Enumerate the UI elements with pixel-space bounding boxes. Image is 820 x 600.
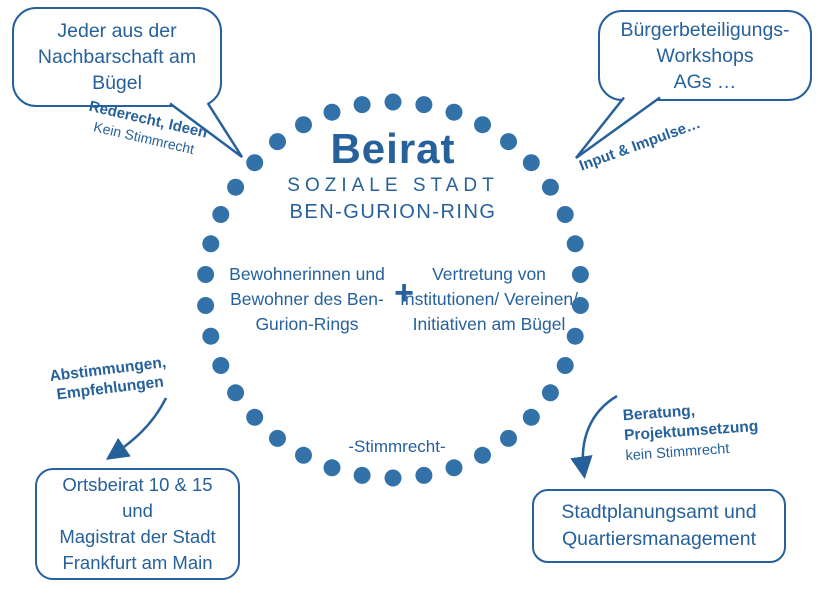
bubble-line: Jeder aus der <box>57 20 177 42</box>
ring-dot <box>415 466 433 484</box>
beirat-subtitle-soziale-stadt: SOZIALE STADT <box>287 175 499 196</box>
ring-dot <box>246 154 264 172</box>
ring-dot <box>522 408 540 426</box>
bubble-line: AGs … <box>673 70 737 93</box>
box-line: Ortsbeirat 10 & 15 <box>62 474 213 495</box>
box-line: Stadtplanungsamt und <box>561 501 757 523</box>
institutions-line: Institutionen/ <box>399 289 500 309</box>
ring-dot <box>500 133 517 151</box>
workshops-bubble: Bürgerbeteiligungs- Workshops AGs … <box>598 10 812 101</box>
beirat-title: Beirat <box>330 125 456 172</box>
members-institutions-group: Vertretung von Institutionen/ Vereinen/ … <box>399 262 579 337</box>
ring-dot <box>556 206 574 223</box>
institutions-line: Initiativen <box>412 314 487 334</box>
ring-dot <box>212 357 230 374</box>
members-residents-group: Bewohnerinnen und Bewohner des Ben-Gurio… <box>217 262 397 337</box>
ring-dot <box>445 459 463 477</box>
voting-right-label: -Stimmrecht- <box>348 437 446 456</box>
ring-dot <box>202 235 220 253</box>
ring-dot <box>323 103 341 121</box>
residents-line: Bewohnerinnen <box>229 264 351 284</box>
box-line: Magistrat der Stadt <box>59 526 216 547</box>
bubble-line: Workshops <box>656 44 754 67</box>
residents-line: und Bewohner <box>230 264 385 309</box>
ring-dot <box>522 154 540 172</box>
ring-dot <box>541 384 559 402</box>
ring-dot <box>227 178 245 196</box>
ring-dot <box>295 446 312 464</box>
box-line: Frankfurt am Main <box>62 552 213 573</box>
ring-dot <box>323 459 341 477</box>
ring-dot <box>197 266 215 283</box>
ring-dot <box>541 178 559 196</box>
institutions-line: am Bügel <box>491 314 566 334</box>
input-impulse-note: Input & Impulse… <box>577 100 743 175</box>
ring-dot <box>566 235 584 253</box>
ring-dot <box>295 116 312 134</box>
neighbourhood-bubble: Jeder aus der Nachbarschaft am Bügel <box>12 7 222 107</box>
ring-dot <box>384 469 402 487</box>
residents-line: des <box>313 289 343 309</box>
residents-line: Ben-Gurion-Rings <box>255 289 384 334</box>
ring-dot <box>445 103 463 121</box>
ring-dot <box>384 93 402 111</box>
ring-dot <box>353 466 371 484</box>
stadtplanungsamt-box: Stadtplanungsamt und Quartiersmanagement <box>532 489 786 563</box>
ring-dot <box>269 133 286 151</box>
ring-dot <box>556 357 574 374</box>
abstimmungen-note: Abstimmungen, Empfehlungen <box>38 352 180 407</box>
bubble-line: Bügel <box>92 72 142 94</box>
ring-dot <box>474 116 491 134</box>
bubble-line: Bürgerbeteiligungs- <box>620 18 790 41</box>
ring-dot <box>500 429 517 447</box>
ring-dot <box>269 429 286 447</box>
ortsbeirat-box: Ortsbeirat 10 & 15 und Magistrat der Sta… <box>35 468 240 580</box>
plus-sign: + <box>394 274 414 312</box>
institutions-line: Vereinen/ <box>504 289 579 309</box>
note-bold-line: Input & Impulse… <box>577 114 703 175</box>
ring-dot <box>415 96 433 114</box>
bubble-line: Nachbarschaft am <box>37 46 197 68</box>
beirat-subtitle-ben-gurion-ring: BEN-GURION-RING <box>289 201 497 223</box>
ring-dot <box>353 96 371 114</box>
ring-dot <box>212 206 230 223</box>
ring-dot <box>197 297 215 314</box>
ring-dot <box>474 446 491 464</box>
arrow-to-ortsbeirat <box>105 397 168 460</box>
institutions-line: von <box>517 264 546 284</box>
institutions-line: Vertretung <box>432 264 513 284</box>
box-line: und <box>122 500 153 521</box>
box-line: Quartiersmanagement <box>561 528 756 550</box>
ring-dot <box>246 408 264 426</box>
ring-dot <box>227 384 245 402</box>
arrow-to-stadtplanungsamt <box>570 394 618 479</box>
beratung-note: Beratung, Projektumsetzung kein Stimmrec… <box>622 394 806 466</box>
